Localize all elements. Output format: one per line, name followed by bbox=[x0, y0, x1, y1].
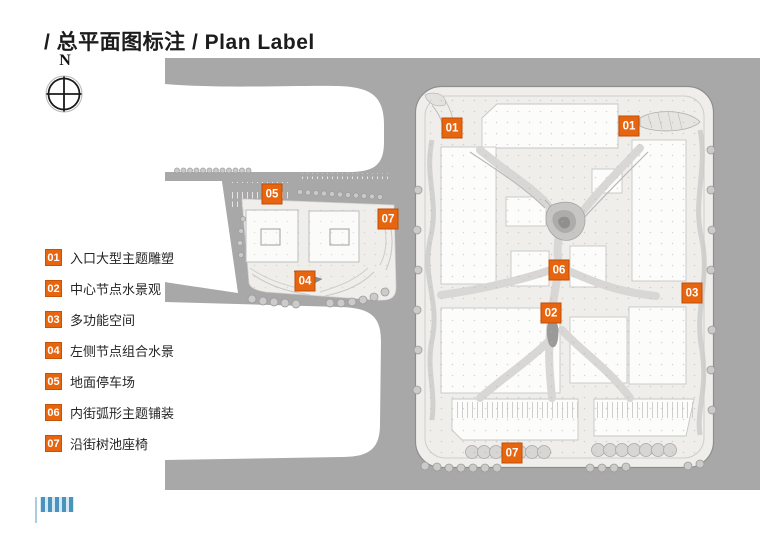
plan-marker-01-west-entry: 01 bbox=[441, 117, 463, 139]
legend-label-07: 沿街树池座椅 bbox=[70, 437, 149, 452]
legend-key-05: 05 bbox=[45, 373, 62, 390]
plan-marker-06: 06 bbox=[548, 259, 570, 281]
legend-key-02: 02 bbox=[45, 280, 62, 297]
plan-marker-07-main: 07 bbox=[501, 442, 523, 464]
flag-bars bbox=[40, 497, 74, 512]
legend-label-03: 多功能空间 bbox=[70, 313, 136, 328]
legend-item-01: 01 入口大型主题雕塑 bbox=[45, 249, 174, 266]
plan-marker-04: 04 bbox=[294, 270, 316, 292]
legend-label-02: 中心节点水景观 bbox=[70, 282, 162, 297]
compass-north-label: N bbox=[59, 52, 71, 69]
plan-marker-02: 02 bbox=[540, 302, 562, 324]
legend-item-04: 04 左侧节点组合水景 bbox=[45, 342, 174, 359]
plan-marker-01-east-entry: 01 bbox=[618, 115, 640, 137]
plan-marker-07-west: 07 bbox=[377, 208, 399, 230]
legend-key-01: 01 bbox=[45, 249, 62, 266]
brand-flag-icon bbox=[35, 496, 75, 526]
legend-item-03: 03 多功能空间 bbox=[45, 311, 174, 328]
legend-key-03: 03 bbox=[45, 311, 62, 328]
legend-label-01: 入口大型主题雕塑 bbox=[70, 251, 175, 266]
legend-label-04: 左侧节点组合水景 bbox=[70, 344, 175, 359]
legend-item-05: 05 地面停车场 bbox=[45, 373, 174, 390]
plan-marker-03: 03 bbox=[681, 282, 703, 304]
legend-item-02: 02 中心节点水景观 bbox=[45, 280, 174, 297]
legend-label-06: 内街弧形主题铺装 bbox=[70, 406, 175, 421]
legend-key-06: 06 bbox=[45, 404, 62, 421]
flag-pole bbox=[35, 497, 37, 523]
legend: 01 入口大型主题雕塑 02 中心节点水景观 03 多功能空间 04 左侧节点组… bbox=[45, 249, 174, 452]
legend-key-07: 07 bbox=[45, 435, 62, 452]
legend-item-07: 07 沿街树池座椅 bbox=[45, 435, 174, 452]
legend-label-05: 地面停车场 bbox=[70, 375, 136, 390]
plan-marker-05: 05 bbox=[261, 183, 283, 205]
legend-key-04: 04 bbox=[45, 342, 62, 359]
compass-icon bbox=[45, 75, 83, 113]
page-title: / 总平面图标注 / Plan Label bbox=[44, 31, 315, 54]
legend-item-06: 06 内街弧形主题铺装 bbox=[45, 404, 174, 421]
